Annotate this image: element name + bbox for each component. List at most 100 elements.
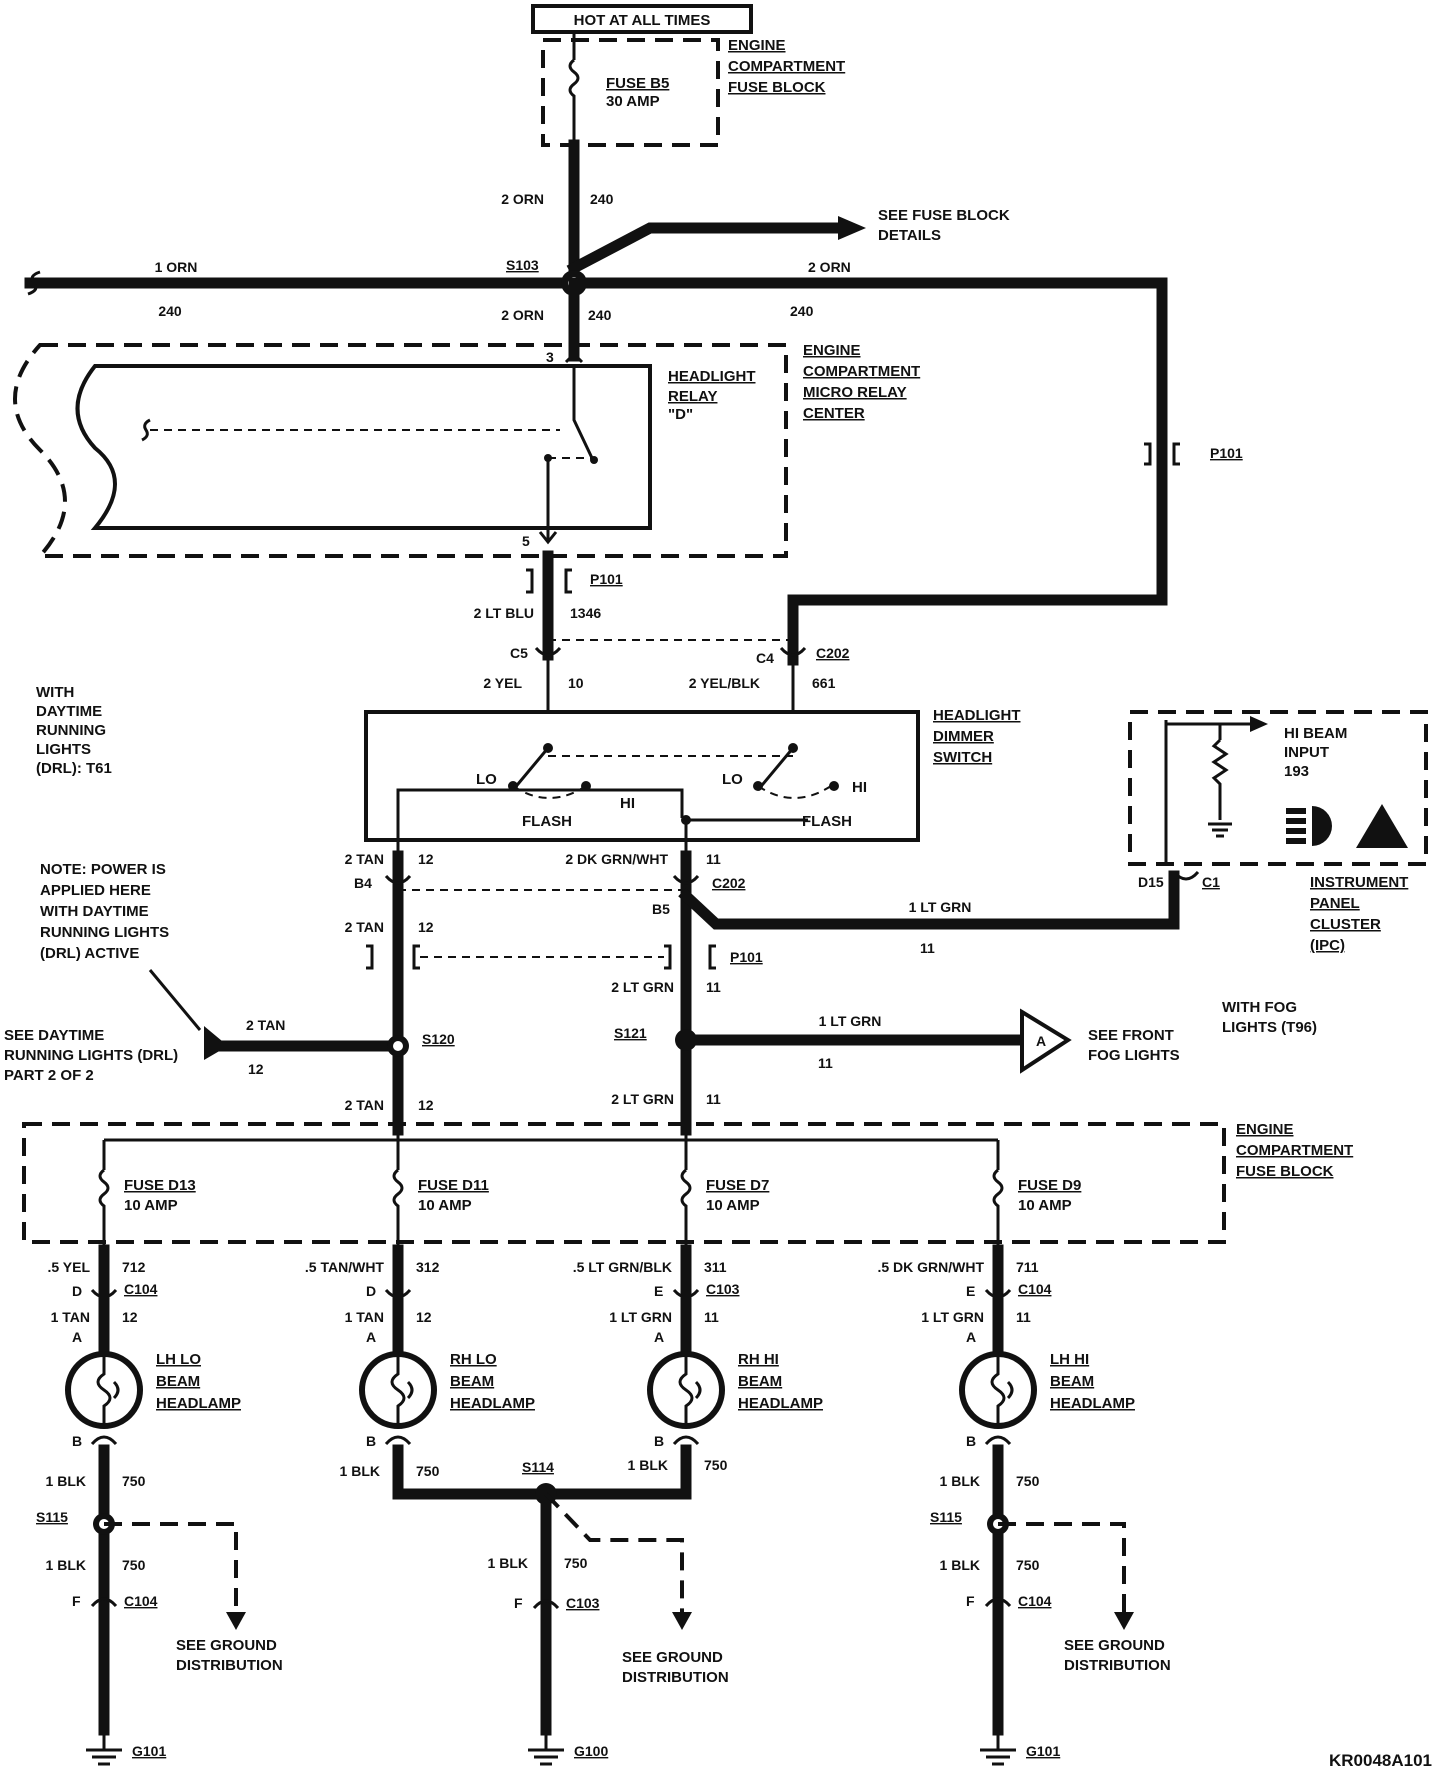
wire-11c-circuit: 11 — [706, 1091, 721, 1107]
fuse-b5-rating: 30 AMP — [606, 93, 660, 110]
connector-pin: E — [654, 1283, 663, 1299]
wire-2-orn-right-color: 2 ORN — [808, 259, 851, 275]
wire-out-circuit: 712 — [122, 1259, 146, 1275]
wire-break-icon — [27, 270, 41, 296]
wire-240-top-color: 2 ORN — [501, 191, 544, 207]
see-ground-2: DISTRIBUTION — [176, 1657, 283, 1674]
headlight-relay-name-2: RELAY — [668, 388, 717, 405]
ground-wire-right-circuit: 750 — [704, 1457, 728, 1473]
dimmer-name-1: HEADLIGHT — [933, 707, 1021, 724]
ground-label: G101 — [1026, 1743, 1060, 1759]
wire-11a-circuit: 11 — [706, 851, 721, 867]
fuse-rating: 10 AMP — [124, 1197, 178, 1214]
headlamp-bulb-icon — [65, 1351, 143, 1429]
headlight-relay-name-1: HEADLIGHT — [668, 368, 756, 385]
connector-c202-top: C202 — [816, 645, 850, 661]
fuse-block-top-name-2: COMPARTMENT — [728, 58, 845, 75]
wire-out-circuit: 711 — [1016, 1259, 1039, 1275]
see-ground-2: DISTRIBUTION — [1064, 1657, 1171, 1674]
splice-label: S115 — [930, 1509, 962, 1525]
wire-in-circuit: 11 — [1016, 1309, 1031, 1325]
with-fog-1: WITH FOG — [1222, 999, 1297, 1016]
lamp-name-3: HEADLAMP — [450, 1395, 535, 1412]
fuse-b5-icon — [568, 58, 580, 145]
dimmer-flash-1: FLASH — [522, 813, 572, 830]
relay-pin-5: 5 — [522, 533, 530, 549]
note-2: APPLIED HERE — [40, 882, 151, 899]
ground-icon — [528, 1748, 564, 1766]
dimmer-name-2: DIMMER — [933, 728, 994, 745]
wire-in-circuit: 12 — [122, 1309, 138, 1325]
lamp-pin-b: B — [966, 1433, 976, 1449]
fuse-block-bottom-name-1: ENGINE — [1236, 1121, 1294, 1138]
dimmer-hi-2: HI — [852, 779, 867, 796]
see-ground-1: SEE GROUND — [176, 1637, 277, 1654]
lamp-name-2: BEAM — [738, 1373, 782, 1390]
fuse-block-top-outline — [541, 38, 720, 147]
wire-in-circuit: 12 — [416, 1309, 432, 1325]
fuse-block-bottom-outline — [22, 1122, 1226, 1244]
wire-11a-color: 2 DK GRN/WHT — [565, 851, 668, 867]
see-drl-1: SEE DAYTIME — [4, 1027, 104, 1044]
wire-lt-grn-ipc — [678, 870, 1180, 930]
ground-wire2-color: 1 BLK — [46, 1557, 86, 1573]
fuse-label: FUSE D9 — [1018, 1177, 1081, 1194]
lamp-name-1: LH LO — [156, 1351, 201, 1368]
ground-wire-color: 1 BLK — [940, 1473, 980, 1489]
fuse-icon — [98, 1168, 110, 1250]
ground-label: G100 — [574, 1743, 608, 1759]
ipc-outline — [1128, 710, 1428, 866]
wire-11b-color: 2 LT GRN — [611, 979, 674, 995]
power-source-box — [531, 4, 753, 34]
ipc-input-3: 193 — [1284, 763, 1309, 780]
wire-12a-color: 2 TAN — [345, 851, 384, 867]
wire-out-circuit: 312 — [416, 1259, 440, 1275]
lamp-pin-a: A — [654, 1329, 664, 1345]
dimmer-flash-2: FLASH — [802, 813, 852, 830]
splice-s114-label: S114 — [522, 1459, 554, 1475]
connector-c4: C4 — [756, 650, 774, 666]
fuse-label: FUSE D11 — [418, 1177, 489, 1194]
drl-note-5: (DRL): T61 — [36, 760, 112, 777]
p101-mid-connector-icon — [526, 568, 534, 594]
diagram-code: KR0048A101 — [1329, 1751, 1432, 1770]
ipc-name-1: INSTRUMENT — [1310, 874, 1408, 891]
headlamp-bulb-icon — [647, 1351, 725, 1429]
lamp-name-3: HEADLAMP — [738, 1395, 823, 1412]
fuse-block-top-name-1: ENGINE — [728, 37, 786, 54]
fuse-rating: 10 AMP — [1018, 1197, 1072, 1214]
pin-b5: B5 — [652, 901, 670, 917]
dimmer-lo-2: LO — [722, 771, 743, 788]
connector-pin: D — [366, 1283, 376, 1299]
wire-1346-circuit: 1346 — [570, 605, 601, 621]
see-fuse-block-2: DETAILS — [878, 227, 941, 244]
ipc-pin-d15: D15 — [1138, 874, 1164, 890]
dimmer-internal-lo — [396, 788, 684, 856]
ground-wire2-color: 1 BLK — [488, 1555, 528, 1571]
headlamp-bulb-icon — [959, 1351, 1037, 1429]
wire-12c-color: 2 TAN — [345, 1097, 384, 1113]
splice-s121-label: S121 — [614, 1025, 647, 1041]
drl-note-4: LIGHTS — [36, 741, 91, 758]
wire-12a-circuit: 12 — [418, 851, 434, 867]
wire-out-color: .5 TAN/WHT — [305, 1259, 385, 1275]
relay-switch-icon — [572, 366, 594, 459]
connector-label: C104 — [124, 1281, 158, 1297]
ipc-input-1: HI BEAM — [1284, 725, 1347, 742]
arrow-down-icon — [226, 1612, 246, 1630]
wire-in-circuit: 11 — [704, 1309, 719, 1325]
see-fog-2: FOG LIGHTS — [1088, 1047, 1180, 1064]
connector-a-icon — [1020, 1008, 1072, 1074]
connector-label: C103 — [706, 1281, 740, 1297]
micro-relay-center-outline — [13, 343, 788, 558]
fuse-rating: 10 AMP — [706, 1197, 760, 1214]
wire-ipc-circuit: 11 — [920, 940, 935, 956]
see-fuse-block-1: SEE FUSE BLOCK — [878, 207, 1010, 224]
splice-s103-label: S103 — [506, 257, 539, 273]
p101-right-connector-icon — [1144, 442, 1152, 466]
wire-11c-color: 2 LT GRN — [611, 1091, 674, 1107]
splice-label: S115 — [36, 1509, 68, 1525]
ground-wire-right-color: 1 BLK — [628, 1457, 668, 1473]
